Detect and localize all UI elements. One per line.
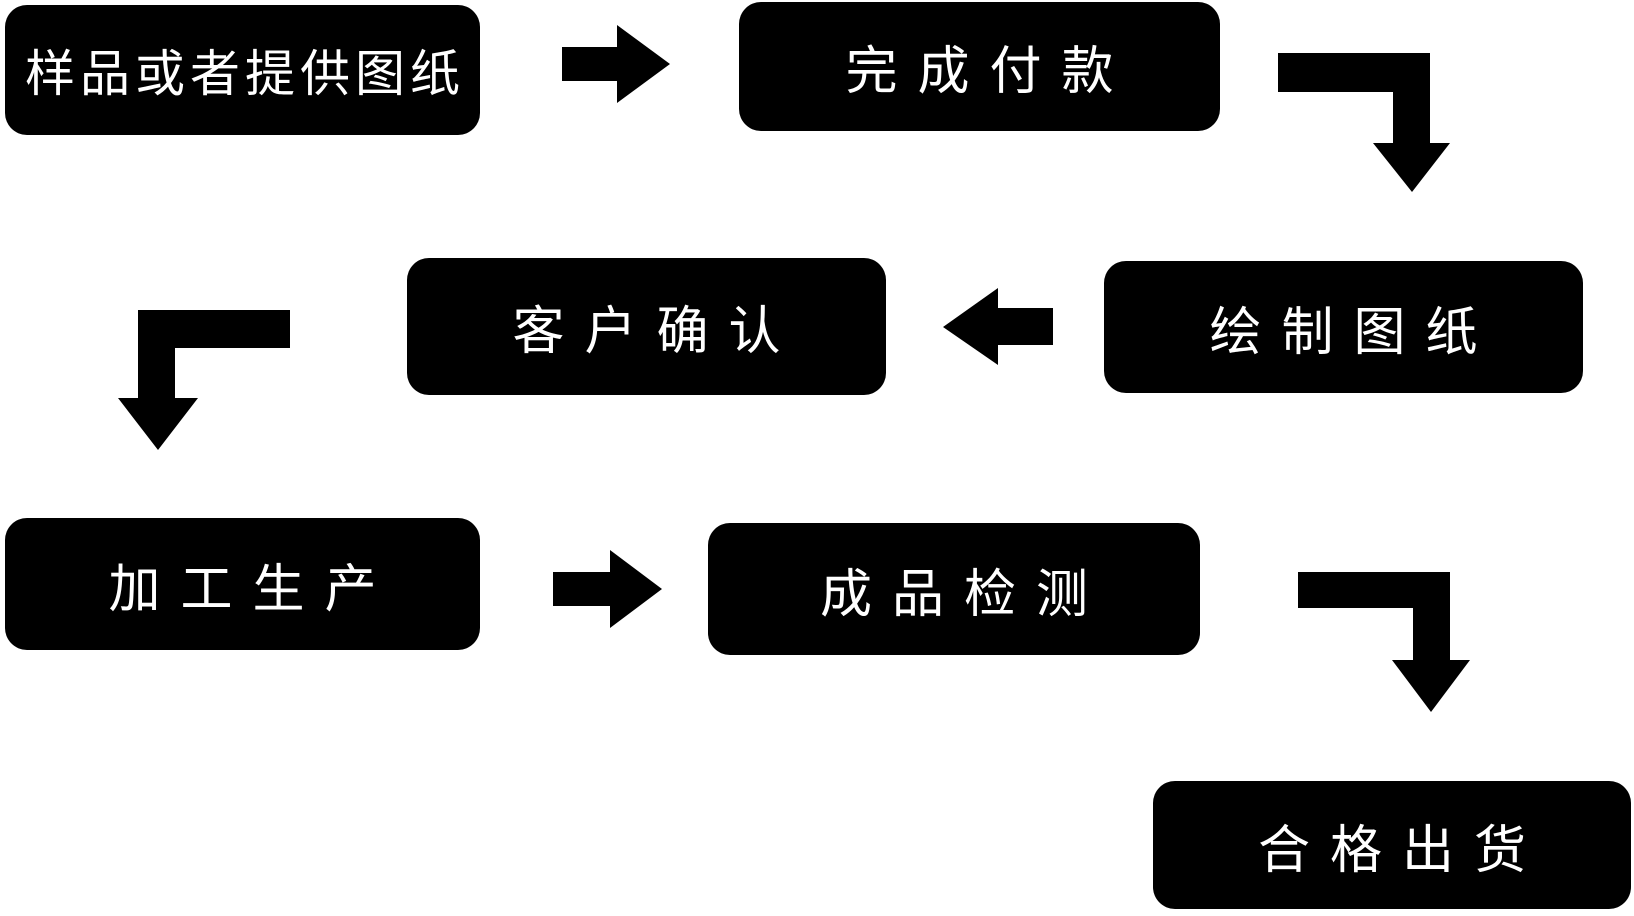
flow-node-payment: 完成付款 [739,2,1220,131]
flow-node-label: 加工生产 [108,560,397,619]
arrow-payment-to-drawing-icon [1278,53,1450,192]
flow-node-production: 加工生产 [5,518,480,650]
arrow-production-to-inspection-icon [553,550,662,628]
arrow-sample-to-payment-icon [562,25,670,103]
flow-node-label: 样品或者提供图纸 [25,46,465,102]
flow-node-sample-or-drawing: 样品或者提供图纸 [5,5,480,135]
arrow-confirm-to-production-icon [118,310,290,450]
flow-node-label: 成品检测 [819,565,1108,624]
arrow-inspection-to-shipment-icon [1298,572,1470,712]
flow-node-label: 合格出货 [1257,821,1546,880]
flow-node-draw-drawing: 绘制图纸 [1104,261,1583,393]
arrow-drawing-to-confirm-icon [943,288,1053,365]
flow-node-label: 绘制图纸 [1209,303,1498,362]
flow-node-label: 完成付款 [845,43,1134,101]
flow-node-customer-confirm: 客户确认 [407,258,886,395]
flow-node-inspection: 成品检测 [708,523,1200,655]
flow-node-shipment: 合格出货 [1153,781,1631,909]
flow-node-label: 客户确认 [512,303,801,361]
